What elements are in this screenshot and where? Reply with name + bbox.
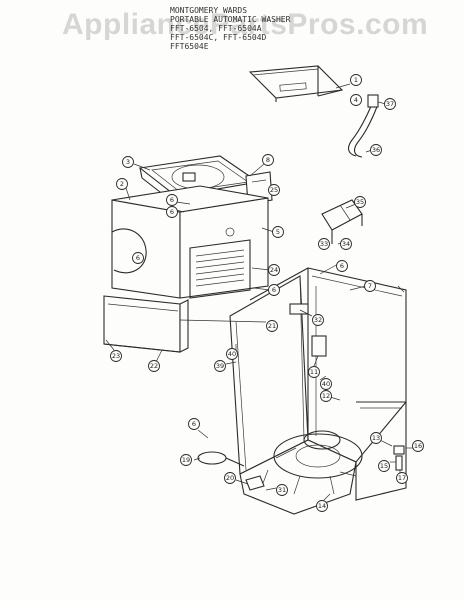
callout-32: 32: [312, 314, 324, 326]
svg-text:14: 14: [318, 502, 326, 510]
callout-22: 22: [148, 360, 160, 372]
base-assembly: [239, 430, 363, 515]
watermark: AppliancePartsPros.com: [62, 8, 429, 41]
header-line-5: FFT6504E: [170, 42, 209, 51]
svg-text:39: 39: [216, 362, 224, 370]
callout-25: 25: [268, 184, 280, 196]
pump-caster: [197, 451, 265, 491]
leveling-foot: [393, 445, 405, 471]
svg-text:6: 6: [340, 262, 344, 270]
callout-37: 37: [384, 98, 396, 110]
callout-17: 17: [396, 472, 408, 484]
svg-text:22: 22: [150, 362, 158, 370]
callout-24: 24: [268, 264, 280, 276]
callout-36: 36: [370, 144, 382, 156]
callout-6-a: 6: [166, 194, 178, 206]
callout-21: 21: [266, 320, 278, 332]
svg-text:17: 17: [398, 474, 406, 482]
svg-text:21: 21: [268, 322, 276, 330]
callout-34: 34: [340, 238, 352, 250]
callout-11: 11: [308, 366, 320, 378]
callout-31: 31: [276, 484, 288, 496]
switch-bracket: [321, 199, 363, 244]
side-panel: [355, 401, 407, 501]
svg-text:13: 13: [372, 434, 380, 442]
callout-8: 8: [262, 154, 274, 166]
svg-text:40: 40: [322, 380, 330, 388]
callout-15: 15: [378, 460, 390, 472]
svg-text:20: 20: [226, 474, 234, 482]
svg-text:7: 7: [368, 282, 372, 290]
lid-panel: [248, 65, 344, 102]
callout-1: 1: [350, 74, 362, 86]
callout-40-a: 40: [226, 348, 238, 360]
callout-12: 12: [320, 390, 332, 402]
svg-text:5: 5: [276, 228, 280, 236]
callout-7: 7: [364, 280, 376, 292]
callout-5: 5: [272, 226, 284, 238]
svg-text:15: 15: [380, 462, 388, 470]
svg-text:8: 8: [266, 156, 270, 164]
callout-6-b: 6: [132, 252, 144, 264]
svg-text:32: 32: [314, 316, 322, 324]
svg-text:6: 6: [136, 254, 140, 262]
header-line-1: MONTGOMERY WARDS: [170, 6, 248, 15]
header-line-3: FFT-6504, FFT-6504A: [170, 24, 262, 33]
callout-4: 4: [350, 94, 362, 106]
callout-bubbles: 1 4 37 36 3 8 25 2 6 5 6 35 33 34 6 24 6…: [110, 74, 424, 512]
svg-text:12: 12: [322, 392, 330, 400]
callout-6-d: 6: [268, 284, 280, 296]
svg-text:19: 19: [182, 456, 190, 464]
svg-text:31: 31: [278, 486, 286, 494]
callout-33: 33: [318, 238, 330, 250]
callout-16: 16: [412, 440, 424, 452]
callout-6-f: 6: [188, 418, 200, 430]
callout-2: 2: [116, 178, 128, 190]
header-line-4: FFT-6504C, FFT-6504D: [170, 33, 267, 42]
front-panel: [111, 185, 269, 299]
svg-text:4: 4: [354, 96, 358, 104]
svg-text:33: 33: [320, 240, 328, 248]
callout-20: 20: [224, 472, 236, 484]
svg-text:6: 6: [170, 196, 174, 204]
svg-text:6: 6: [170, 208, 174, 216]
svg-text:11: 11: [310, 368, 318, 376]
callout-39: 39: [214, 360, 226, 372]
inner-hardware: [289, 303, 327, 357]
callout-6-e: 6: [336, 260, 348, 272]
svg-text:35: 35: [356, 198, 364, 206]
svg-text:6: 6: [192, 420, 196, 428]
drain-hose: [347, 94, 379, 158]
callout-13: 13: [370, 432, 382, 444]
svg-text:3: 3: [126, 158, 130, 166]
callout-6-c: 6: [166, 206, 178, 218]
svg-text:1: 1: [354, 76, 358, 84]
callout-19: 19: [180, 454, 192, 466]
svg-text:40: 40: [228, 350, 236, 358]
svg-text:6: 6: [272, 286, 276, 294]
header-line-2: PORTABLE AUTOMATIC WASHER: [170, 15, 291, 24]
callout-14: 14: [316, 500, 328, 512]
svg-text:2: 2: [120, 180, 124, 188]
svg-text:25: 25: [270, 186, 278, 194]
svg-text:24: 24: [270, 266, 278, 274]
cabinet-side: [249, 267, 407, 463]
svg-text:34: 34: [342, 240, 350, 248]
callout-40-b: 40: [320, 378, 332, 390]
callout-23: 23: [110, 350, 122, 362]
kick-panel: [103, 295, 189, 353]
callout-35: 35: [354, 196, 366, 208]
svg-text:16: 16: [414, 442, 422, 450]
svg-text:23: 23: [112, 352, 120, 360]
svg-text:37: 37: [386, 100, 394, 108]
svg-text:36: 36: [372, 146, 380, 154]
callout-3: 3: [122, 156, 134, 168]
